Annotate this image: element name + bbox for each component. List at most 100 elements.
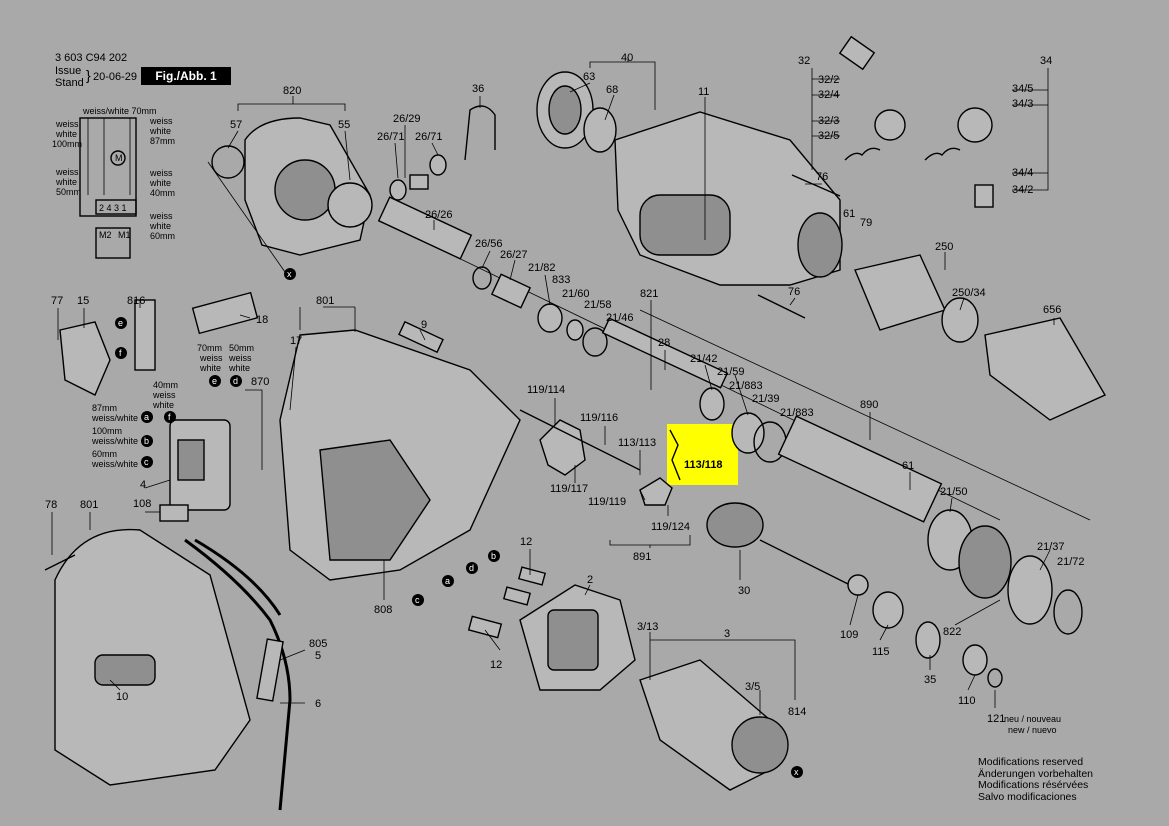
- highlight-box: [667, 424, 738, 485]
- lever-119: [539, 419, 586, 476]
- part-label: 890: [860, 399, 878, 411]
- svg-text:50mm: 50mm: [229, 343, 254, 353]
- part-label: 805: [309, 638, 327, 650]
- part-label: 9: [421, 319, 427, 331]
- part-label: 32/2: [818, 74, 839, 86]
- spring-113-118: [669, 429, 681, 481]
- svg-text:weiss: weiss: [152, 390, 176, 400]
- svg-text:c: c: [144, 457, 149, 467]
- part-label: 57: [230, 119, 242, 131]
- part-label: 68: [606, 84, 618, 96]
- part-label: 119/117: [550, 483, 588, 495]
- part-label: 109: [840, 629, 858, 641]
- part-label: 119/114: [527, 384, 565, 396]
- svg-text:white: white: [149, 126, 171, 136]
- part-label: 32/4: [818, 89, 839, 101]
- svg-text:white: white: [149, 178, 171, 188]
- part-label: 21/58: [584, 299, 612, 311]
- svg-text:weiss: weiss: [228, 353, 252, 363]
- part-label: 15: [77, 295, 89, 307]
- part-label: 26/27: [500, 249, 528, 261]
- part-label: 3: [724, 628, 730, 640]
- part-label: 108: [133, 498, 151, 510]
- svg-text:weiss: weiss: [149, 168, 173, 178]
- part-label: 3/13: [637, 621, 658, 633]
- part-label: 5: [315, 650, 321, 662]
- part-label: 32: [798, 55, 810, 67]
- part-label: 34/3: [1012, 98, 1033, 110]
- switch-labels: 70mm weiss white 50mm weiss white 40mm w…: [91, 343, 254, 469]
- svg-text:40mm: 40mm: [153, 380, 178, 390]
- part-label: 814: [788, 706, 806, 718]
- part-label: 34: [1040, 55, 1052, 67]
- issue-date: 20-06-29: [93, 71, 138, 83]
- svg-text:weiss: weiss: [55, 167, 79, 177]
- brush-set-816: [134, 299, 156, 371]
- issue-label: Issue: [55, 65, 82, 77]
- part-label: 36: [472, 83, 484, 95]
- part-label: 801: [80, 499, 98, 511]
- svg-text:white: white: [55, 129, 77, 139]
- stand-label: Stand: [55, 77, 84, 89]
- part-label: 30: [738, 585, 750, 597]
- part-label: 21/46: [606, 312, 634, 324]
- part-label: 21/60: [562, 288, 590, 300]
- svg-text:f: f: [168, 412, 171, 422]
- svg-text:60mm: 60mm: [92, 449, 117, 459]
- o-ring-57: [211, 145, 245, 179]
- svg-text:a: a: [445, 576, 450, 586]
- part-label: 21/59: [717, 366, 745, 378]
- part-label: 11: [698, 86, 709, 98]
- svg-text:M: M: [115, 153, 123, 163]
- part-label: 820: [283, 85, 301, 97]
- part-label: 21/42: [690, 353, 718, 365]
- svg-text:M1: M1: [118, 230, 131, 240]
- part-label: 801: [316, 295, 334, 307]
- part-label: 28: [658, 337, 670, 349]
- part-label: 833: [552, 274, 570, 286]
- svg-text:87mm: 87mm: [150, 136, 175, 146]
- part-label: 113/113: [618, 437, 656, 449]
- svg-text:e: e: [212, 376, 217, 386]
- svg-text:weiss/white: weiss/white: [91, 413, 138, 423]
- part-label: 822: [943, 626, 961, 638]
- part-label: 21/883: [729, 380, 763, 392]
- svg-text:a: a: [144, 412, 149, 422]
- part-label: 34/5: [1012, 83, 1033, 95]
- part-label: 21/883: [780, 407, 814, 419]
- part-label: 34/2: [1012, 184, 1033, 196]
- doc-number: 3 603 C94 202: [55, 52, 128, 64]
- part-label: 35: [924, 674, 936, 686]
- part-label: 870: [251, 376, 269, 388]
- part-label: 61: [902, 460, 914, 472]
- part-label: 40: [621, 52, 633, 64]
- callouts: e f e d a f b c b a d c x x: [115, 268, 803, 778]
- svg-text:100mm: 100mm: [92, 426, 122, 436]
- svg-text:100mm: 100mm: [52, 139, 82, 149]
- part-labels: 820 57 55 36 26/29 26/71 26/71 40 63 68 …: [45, 52, 1085, 735]
- part-label: 34/4: [1012, 167, 1033, 179]
- part-label: 119/116: [580, 412, 618, 424]
- plug-18: [191, 291, 259, 335]
- part-label: 10: [116, 691, 128, 703]
- part-label: 32/5: [818, 130, 839, 142]
- part-label: 21/37: [1037, 541, 1065, 553]
- part-label: 12: [520, 536, 532, 548]
- part-label: 115: [872, 646, 890, 658]
- figure-label: Fig./Abb. 1: [141, 67, 231, 85]
- part-label: 6: [315, 698, 321, 710]
- svg-text:70mm: 70mm: [197, 343, 222, 353]
- quick-chuck-656: [984, 317, 1106, 421]
- brush-holder-32: [838, 35, 876, 71]
- part-label: 63: [583, 71, 595, 83]
- svg-text:weiss/white 70mm: weiss/white 70mm: [82, 106, 157, 116]
- part-label: 26/71: [377, 131, 405, 143]
- part-label: 250: [935, 241, 953, 253]
- part-label: 808: [374, 604, 392, 616]
- shaft-26-26: [377, 196, 473, 260]
- part-label: 76: [788, 286, 800, 298]
- part-label: 26/71: [415, 131, 443, 143]
- guide-tube-890: [777, 415, 943, 523]
- svg-text:weiss: weiss: [199, 353, 223, 363]
- svg-text:white: white: [152, 400, 174, 410]
